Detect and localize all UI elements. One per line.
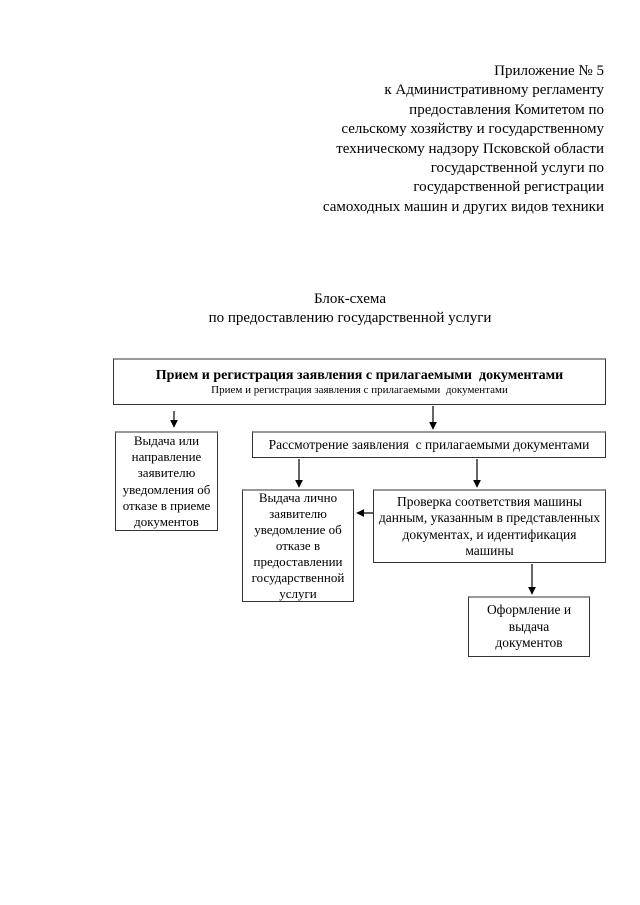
reception-title: Прием и регистрация заявления с прилагае… <box>155 368 564 383</box>
refusal-accept-text: Выдача или направление заявителю уведомл… <box>122 432 211 529</box>
flowchart-box-refusal-service: Выдача лично заявителю уведомление об от… <box>242 489 354 602</box>
flowchart-box-reception: Прием и регистрация заявления с прилагае… <box>113 358 606 405</box>
verification-text: Проверка соответствия машины данным, ука… <box>378 493 601 559</box>
flowchart-box-refusal-accept: Выдача или направление заявителю уведомл… <box>115 431 218 531</box>
flowchart-box-issuance: Оформление и выдача документов <box>468 596 590 657</box>
page-title: Блок-схема по предоставлению государстве… <box>208 291 492 327</box>
review-text: Рассмотрение заявления с прилагаемыми до… <box>268 437 590 452</box>
flowchart-box-verification: Проверка соответствия машины данным, ука… <box>373 489 606 563</box>
issuance-text: Оформление и выдача документов <box>486 602 572 651</box>
appendix-header: Приложение № 5 к Административному регла… <box>322 63 604 215</box>
reception-subtitle: Прием и регистрация заявления с прилагае… <box>211 384 508 396</box>
flowchart-box-review: Рассмотрение заявления с прилагаемыми до… <box>252 431 606 458</box>
refusal-service-text: Выдача лично заявителю уведомление об от… <box>251 490 345 601</box>
